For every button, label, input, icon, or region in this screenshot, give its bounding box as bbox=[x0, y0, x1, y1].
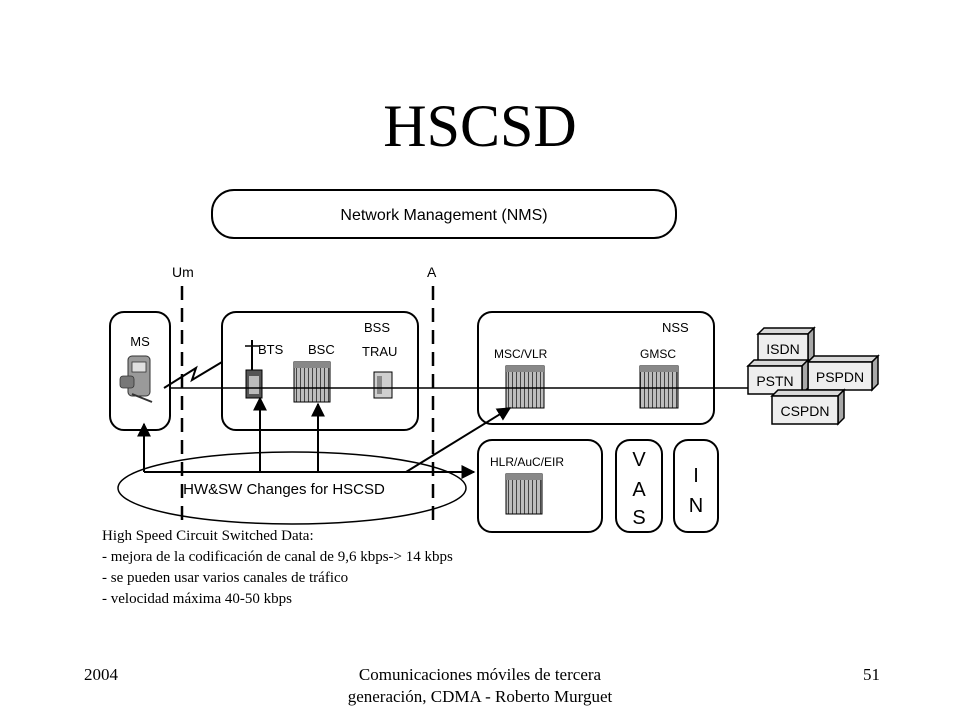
ms-box: MS bbox=[109, 311, 171, 431]
hlr-label: HLR/AuC/EIR bbox=[490, 455, 564, 469]
external-networks: ISDN PSPDN PSTN CSPDN bbox=[746, 326, 880, 426]
bss-box: BSS BTS BSC TRAU bbox=[221, 311, 419, 431]
hlr-box: HLR/AuC/EIR bbox=[477, 439, 603, 533]
in-letter-i: I bbox=[693, 465, 699, 487]
notes-item: - velocidad máxima 40-50 kbps bbox=[102, 591, 292, 607]
vas-letter-a: A bbox=[632, 479, 646, 501]
hscsd-notes: High Speed Circuit Switched Data: - mejo… bbox=[102, 526, 702, 610]
isdn-box: ISDN bbox=[756, 326, 816, 364]
network-cspdn: CSPDN bbox=[780, 403, 829, 419]
trau-label: TRAU bbox=[362, 344, 397, 359]
nms-box: Network Management (NMS) bbox=[211, 189, 677, 239]
notes-item: - se pueden usar varios canales de tráfi… bbox=[102, 570, 349, 586]
notes-heading: High Speed Circuit Switched Data: bbox=[102, 528, 314, 544]
pspdn-box: PSPDN bbox=[806, 354, 880, 392]
footer-page-number: 51 bbox=[863, 665, 880, 684]
network-isdn: ISDN bbox=[766, 341, 799, 357]
nss-label: NSS bbox=[662, 320, 689, 335]
bts-antenna-icon bbox=[245, 340, 263, 399]
changes-ellipse bbox=[117, 451, 467, 525]
bts-label: BTS bbox=[258, 342, 284, 357]
trau-equipment-icon bbox=[373, 371, 393, 399]
bss-label: BSS bbox=[364, 320, 390, 335]
mobile-phone-icon bbox=[119, 355, 153, 403]
changes-label: HW&SW Changes for HSCSD bbox=[183, 481, 385, 498]
in-letter-n: N bbox=[689, 495, 703, 517]
network-pspdn: PSPDN bbox=[816, 369, 864, 385]
interface-a-label: A bbox=[427, 264, 437, 280]
footer-year: 2004 bbox=[84, 665, 118, 684]
in-box: I N bbox=[673, 439, 719, 533]
nms-label: Network Management (NMS) bbox=[340, 207, 547, 224]
network-pstn: PSTN bbox=[756, 373, 793, 389]
cspdn-box: CSPDN bbox=[770, 388, 846, 426]
hlr-equipment-icon bbox=[505, 473, 543, 515]
vas-box: V A S bbox=[615, 439, 663, 533]
bsc-equipment-icon bbox=[293, 361, 331, 403]
vas-letter-s: S bbox=[632, 507, 645, 529]
pstn-box: PSTN bbox=[746, 358, 810, 396]
ms-label: MS bbox=[130, 334, 150, 349]
gmsc-equipment-icon bbox=[639, 365, 679, 409]
nss-box: NSS MSC/VLR GMSC bbox=[477, 311, 715, 425]
notes-item: - mejora de la codificación de canal de … bbox=[102, 549, 453, 565]
msc-equipment-icon bbox=[505, 365, 545, 409]
gmsc-label: GMSC bbox=[640, 347, 676, 361]
interface-um-label: Um bbox=[172, 264, 194, 280]
bsc-label: BSC bbox=[308, 342, 335, 357]
slide-title: HSCSD bbox=[383, 93, 577, 159]
change-arrows bbox=[137, 396, 512, 479]
footer-course-title: Comunicaciones móviles de tercera genera… bbox=[347, 665, 613, 706]
msc-label: MSC/VLR bbox=[494, 347, 548, 361]
vas-letter-v: V bbox=[632, 449, 646, 471]
